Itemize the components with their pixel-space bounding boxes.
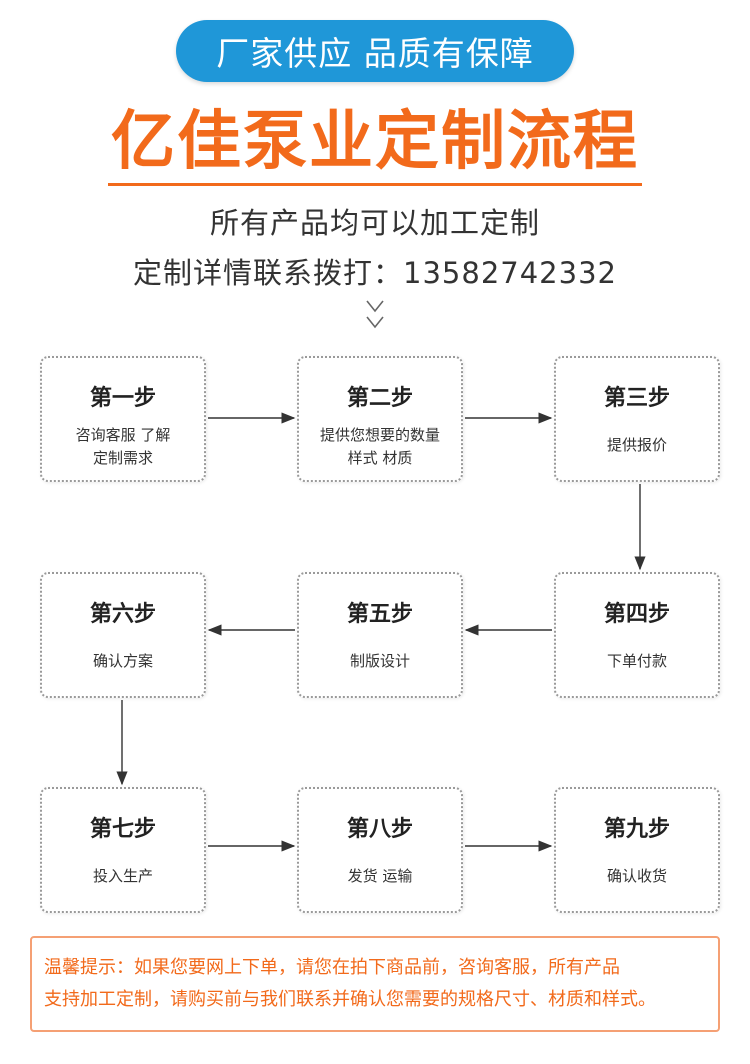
- step-8-card: 第八步 发货 运输: [297, 787, 463, 913]
- step-1-card: 第一步 咨询客服 了解定制需求: [40, 356, 206, 482]
- step-description: 发货 运输: [347, 867, 413, 885]
- step-title: 第二步: [346, 386, 413, 411]
- step-5-card: 第五步 制版设计: [297, 572, 463, 698]
- slogan-badge: 厂家供应 品质有保障: [176, 20, 574, 82]
- step-description: 咨询客服 了解定制需求: [75, 426, 171, 467]
- step-title: 第七步: [89, 817, 156, 842]
- step-description: 下单付款: [606, 652, 667, 670]
- step-description: 确认方案: [92, 652, 153, 670]
- step-2-card: 第二步 提供您想要的数量样式 材质: [297, 356, 463, 482]
- step-title: 第八步: [346, 817, 413, 842]
- step-title: 第六步: [89, 602, 156, 627]
- step-description: 制版设计: [349, 652, 410, 670]
- step-4-card: 第四步 下单付款: [554, 572, 720, 698]
- notice-line-1: 温馨提示：如果您要网上下单，请您在拍下商品前，咨询客服，所有产品: [44, 957, 620, 978]
- step-title: 第五步: [346, 602, 413, 627]
- step-description: 提供您想要的数量样式 材质: [319, 426, 440, 467]
- step-description: 提供报价: [606, 436, 667, 454]
- step-title: 第一步: [89, 386, 156, 411]
- step-title: 第九步: [603, 817, 670, 842]
- subtitle-line-2: 定制详情联系拨打：13582742332: [133, 256, 617, 290]
- title-underline: [108, 183, 642, 186]
- subtitle-line-1: 所有产品均可以加工定制: [209, 206, 540, 240]
- notice-line-2: 支持加工定制，请购买前与我们联系并确认您需要的规格尺寸、材质和样式。: [44, 989, 656, 1010]
- step-7-card: 第七步 投入生产: [40, 787, 206, 913]
- step-9-card: 第九步 确认收货: [554, 787, 720, 913]
- step-6-card: 第六步 确认方案: [40, 572, 206, 698]
- step-3-card: 第三步 提供报价: [554, 356, 720, 482]
- step-description: 确认收货: [606, 867, 667, 885]
- chevron-down-icon: [366, 300, 384, 329]
- step-description: 投入生产: [92, 867, 153, 885]
- page-title: 亿佳泵业定制流程: [111, 105, 639, 179]
- step-title: 第三步: [603, 386, 670, 411]
- warm-tip-notice: 温馨提示：如果您要网上下单，请您在拍下商品前，咨询客服，所有产品 支持加工定制，…: [30, 936, 720, 1032]
- step-title: 第四步: [603, 602, 670, 627]
